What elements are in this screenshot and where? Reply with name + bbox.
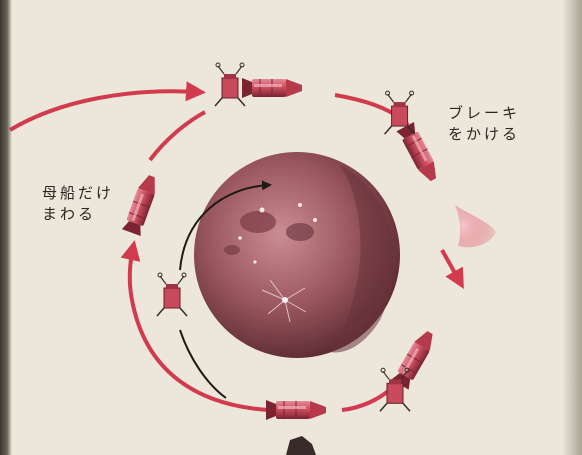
label-line: 母船だけ [42,183,114,204]
approach-trajectory [10,91,198,130]
rocket-exhaust-icon [455,205,496,247]
spacecraft-icon [122,173,161,236]
spacecraft-partial [286,436,316,455]
label-line: ブレーキ [448,103,520,124]
orbit-segment [150,112,205,160]
label-apply-brake: ブレーキ をかける [448,103,520,145]
spacecraft-icon [361,320,449,424]
moon-icon [194,152,400,358]
label-line: まわる [42,204,114,225]
brake-arrow [442,250,460,282]
label-mother-ship-orbits: 母船だけ まわる [42,183,114,225]
spacecraft-icon [367,79,456,190]
spacecraft-icon [266,400,326,420]
spacecraft-icon [215,63,302,106]
label-line: をかける [448,124,520,145]
lunar-module-icon [157,273,187,316]
